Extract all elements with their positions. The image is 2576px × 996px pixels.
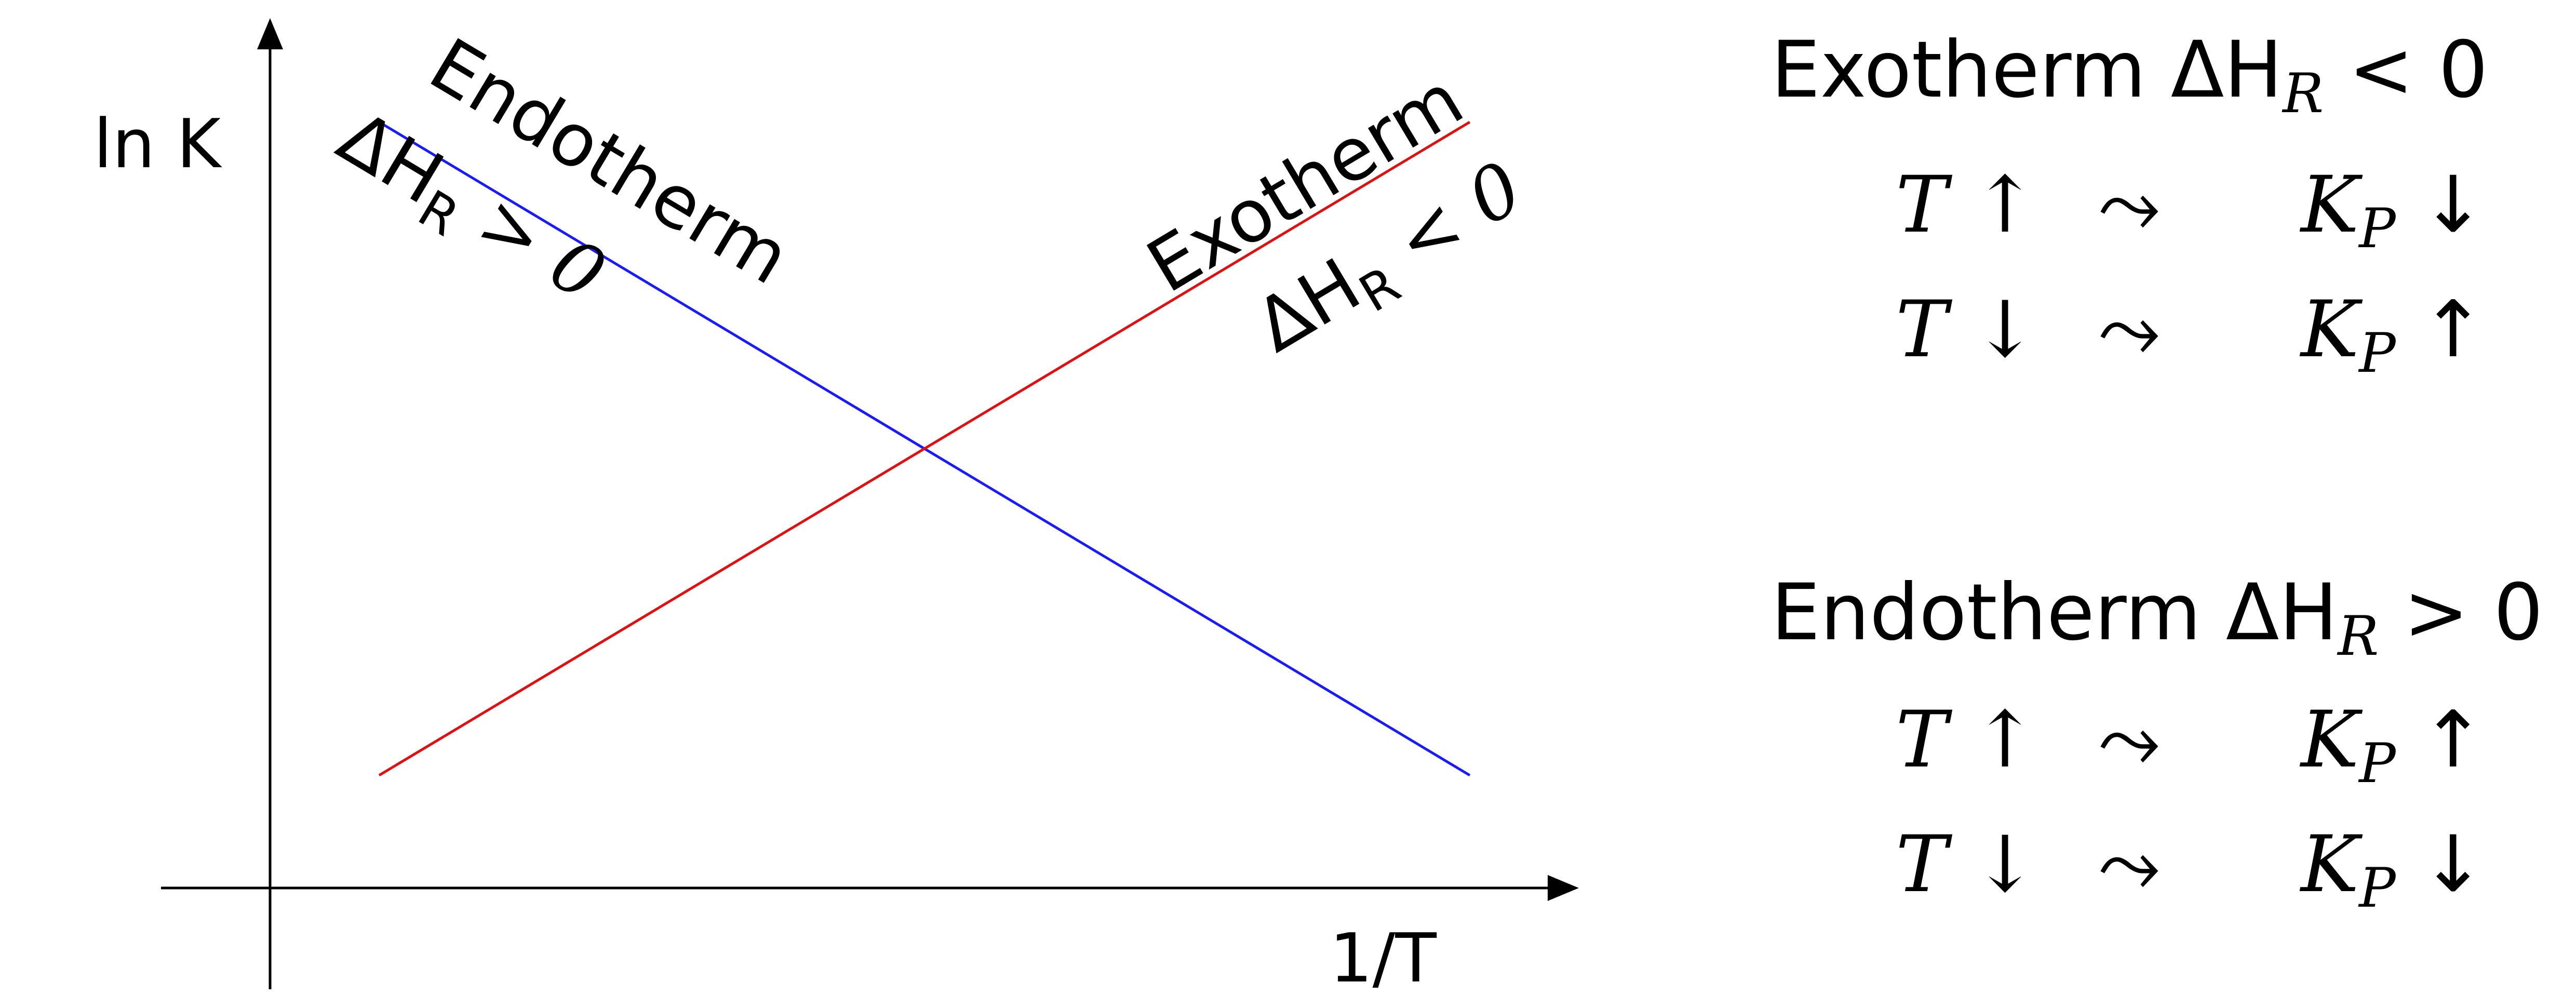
exotherm-rule-1-implies-icon: ⤳ (2098, 160, 2161, 250)
exotherm-rule-2-equilibrium: KP ↑ (2301, 291, 2486, 385)
exotherm-rule-1-sub: P (2359, 197, 2396, 260)
exotherm-title-word: Exotherm (1771, 25, 2146, 115)
exotherm-rule-1-arrow-icon: ↓ (2420, 160, 2486, 250)
exotherm-title-sub: R (2283, 62, 2324, 125)
exotherm-rule-2-arrow-icon: ↑ (2420, 285, 2486, 375)
endotherm-rule-1-implies-icon: ⤳ (2098, 695, 2161, 785)
exotherm-line (378, 120, 1471, 777)
exotherm-panel-title: Exotherm ΔHR < 0 (1771, 31, 2488, 125)
x-axis-label: 1/T (1330, 919, 1437, 996)
endotherm-rule-1-sub: P (2359, 732, 2396, 795)
exotherm-rule-1-k: K (2301, 160, 2359, 250)
exotherm-rule-2-k: K (2301, 285, 2359, 375)
endotherm-rule-2-equilibrium: KP ↓ (2301, 826, 2486, 920)
endotherm-rule-2-implies-icon: ⤳ (2098, 819, 2161, 910)
exotherm-title-relation: < 0 (2348, 25, 2488, 115)
exotherm-rule-1-temperature: T ↑ (1896, 160, 2038, 250)
endotherm-rule-2-sub: P (2359, 856, 2396, 920)
endotherm-title-word: Endotherm (1771, 568, 2202, 658)
endotherm-rule-1-arrow-icon: ↑ (2420, 695, 2486, 785)
endotherm-title-sub: R (2338, 604, 2379, 668)
y-axis-label: ln K (93, 104, 222, 183)
endotherm-rule-2-temperature: T ↓ (1896, 819, 2038, 910)
exotherm-rule-2-temperature: T ↓ (1896, 285, 2038, 375)
exotherm-rule-2-sub: P (2359, 321, 2396, 385)
endotherm-rule-2-arrow-icon: ↓ (2420, 819, 2486, 910)
exotherm-title-symbol: ΔH (2170, 25, 2283, 115)
endotherm-rule-1-k: K (2301, 695, 2359, 785)
exotherm-line-delta-h: ΔHR < 0 (1241, 145, 1541, 378)
endotherm-rule-1-temperature: T ↑ (1896, 695, 2038, 785)
endotherm-title-relation: > 0 (2404, 568, 2543, 658)
exotherm-rule-1-equilibrium: KP ↓ (2301, 166, 2486, 260)
endotherm-rule-1-equilibrium: KP ↑ (2301, 701, 2486, 795)
endotherm-rule-2-k: K (2301, 819, 2359, 910)
exotherm-rule-2-implies-icon: ⤳ (2098, 285, 2161, 375)
endotherm-panel-title: Endotherm ΔHR > 0 (1771, 574, 2543, 668)
endotherm-title-symbol: ΔH (2225, 568, 2338, 658)
